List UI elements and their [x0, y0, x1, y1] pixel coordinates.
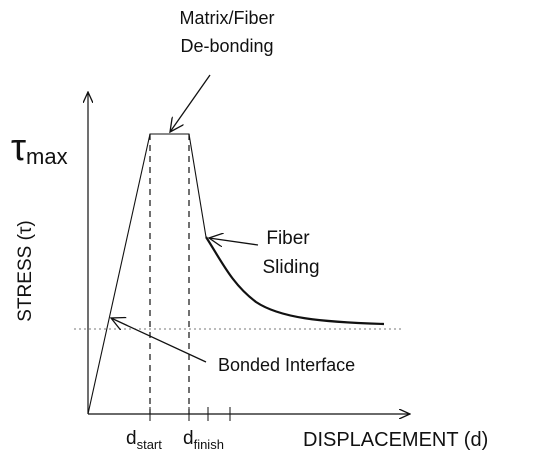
sliding-label-line1: Fiber	[266, 228, 310, 249]
stress-curve-sliding	[205, 236, 385, 326]
debonding-label-line2: De-bonding	[180, 36, 273, 56]
debonding-label-line1: Matrix/Fiber	[179, 8, 274, 28]
sliding-arrow	[209, 238, 259, 245]
debonding-arrow	[170, 74, 211, 132]
bonded-interface-label: Bonded Interface	[218, 355, 355, 375]
d-start-label: dstart	[126, 428, 162, 452]
y-axis-label: STRESS (τ)	[15, 220, 36, 321]
stress-curve-linear	[87, 133, 207, 415]
tau-symbol: τ	[11, 127, 26, 169]
tau-subscript: max	[26, 144, 68, 169]
tau-max-label: τmax	[11, 127, 68, 169]
x-axis-label: DISPLACEMENT (d)	[303, 429, 488, 451]
bonded-arrow	[111, 318, 207, 363]
sliding-label-line2: Sliding	[262, 257, 319, 278]
d-finish-label: dfinish	[183, 428, 224, 452]
